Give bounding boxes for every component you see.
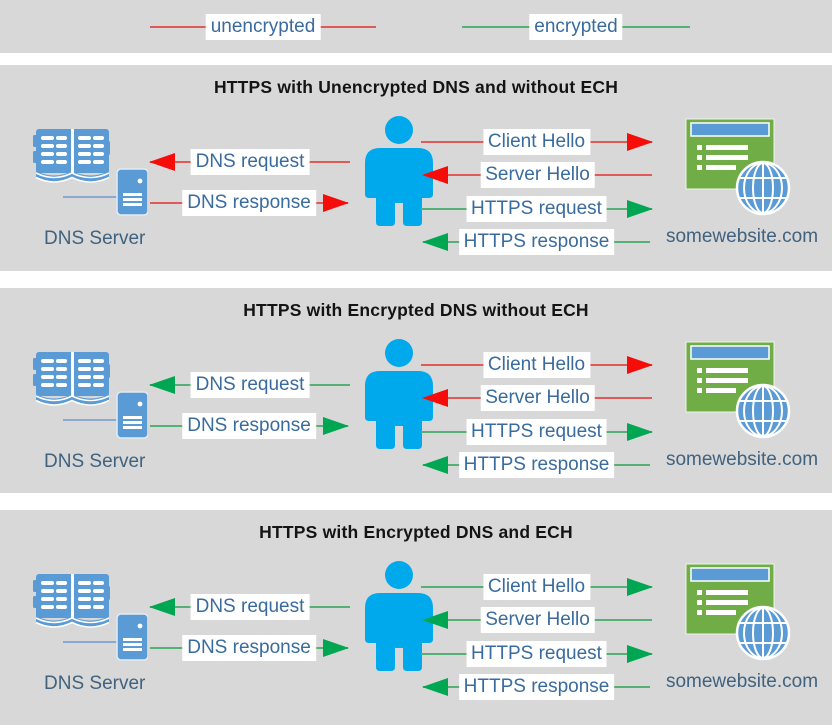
website-icon: [684, 338, 794, 442]
arrowhead-icon: [149, 376, 175, 394]
arrowhead-icon: [422, 611, 448, 629]
arrowhead-icon: [627, 578, 653, 596]
arrow-label: DNS response: [182, 190, 316, 216]
arrow-label: DNS request: [190, 149, 310, 175]
arrowhead-icon: [627, 645, 653, 663]
arrowhead-icon: [422, 166, 448, 184]
dns-server-icon: [33, 568, 148, 663]
dns-server-caption: DNS Server: [44, 228, 146, 249]
arrow-label: HTTPS response: [458, 229, 615, 255]
panel-title: HTTPS with Encrypted DNS without ECH: [243, 300, 589, 320]
panel-https-encrypted-dns-and-ech: HTTPS with Encrypted DNS and ECH DNS Ser…: [0, 510, 832, 725]
arrowhead-icon: [627, 133, 653, 151]
arrowhead-icon: [323, 417, 349, 435]
legend-label-encrypted: encrypted: [529, 14, 623, 40]
dns-server-icon: [33, 123, 148, 218]
arrow-label: HTTPS request: [466, 641, 607, 667]
website-caption: somewebsite.com: [665, 226, 819, 247]
arrowhead-icon: [627, 200, 653, 218]
panel-title: HTTPS with Encrypted DNS and ECH: [259, 522, 573, 542]
dns-server-caption: DNS Server: [44, 451, 146, 472]
arrow-label: DNS request: [190, 372, 310, 398]
dns-server-icon: [33, 346, 148, 441]
arrowhead-icon: [323, 639, 349, 657]
arrowhead-icon: [422, 678, 448, 696]
legend-band: unencrypted encrypted: [0, 0, 832, 53]
panel-https-unencrypted-dns-no-ech: HTTPS with Unencrypted DNS and without E…: [0, 65, 832, 271]
arrow-label: Server Hello: [480, 385, 595, 411]
arrowhead-icon: [149, 153, 175, 171]
arrow-label: HTTPS request: [466, 196, 607, 222]
arrowhead-icon: [422, 456, 448, 474]
website-icon: [684, 115, 794, 219]
arrow-label: Server Hello: [480, 162, 595, 188]
arrow-label: HTTPS request: [466, 419, 607, 445]
arrowhead-icon: [149, 598, 175, 616]
arrow-label: HTTPS response: [458, 674, 615, 700]
arrowhead-icon: [627, 423, 653, 441]
arrow-label: Client Hello: [482, 352, 591, 378]
arrow-label: Client Hello: [482, 574, 591, 600]
arrow-label: Server Hello: [480, 607, 595, 633]
arrow-label: DNS response: [182, 635, 316, 661]
arrow-label: DNS request: [190, 594, 310, 620]
arrowhead-icon: [422, 389, 448, 407]
arrow-label: DNS response: [182, 413, 316, 439]
arrowhead-icon: [627, 356, 653, 374]
dns-server-caption: DNS Server: [44, 673, 146, 694]
website-caption: somewebsite.com: [665, 671, 819, 692]
arrow-label: HTTPS response: [458, 452, 615, 478]
website-icon: [684, 560, 794, 664]
panel-title: HTTPS with Unencrypted DNS and without E…: [213, 77, 619, 97]
arrow-label: Client Hello: [482, 129, 591, 155]
legend-label-unencrypted: unencrypted: [205, 14, 321, 40]
arrowhead-icon: [422, 233, 448, 251]
arrowhead-icon: [323, 194, 349, 212]
website-caption: somewebsite.com: [665, 449, 819, 470]
panel-https-encrypted-dns-no-ech: HTTPS with Encrypted DNS without ECH DNS…: [0, 288, 832, 493]
